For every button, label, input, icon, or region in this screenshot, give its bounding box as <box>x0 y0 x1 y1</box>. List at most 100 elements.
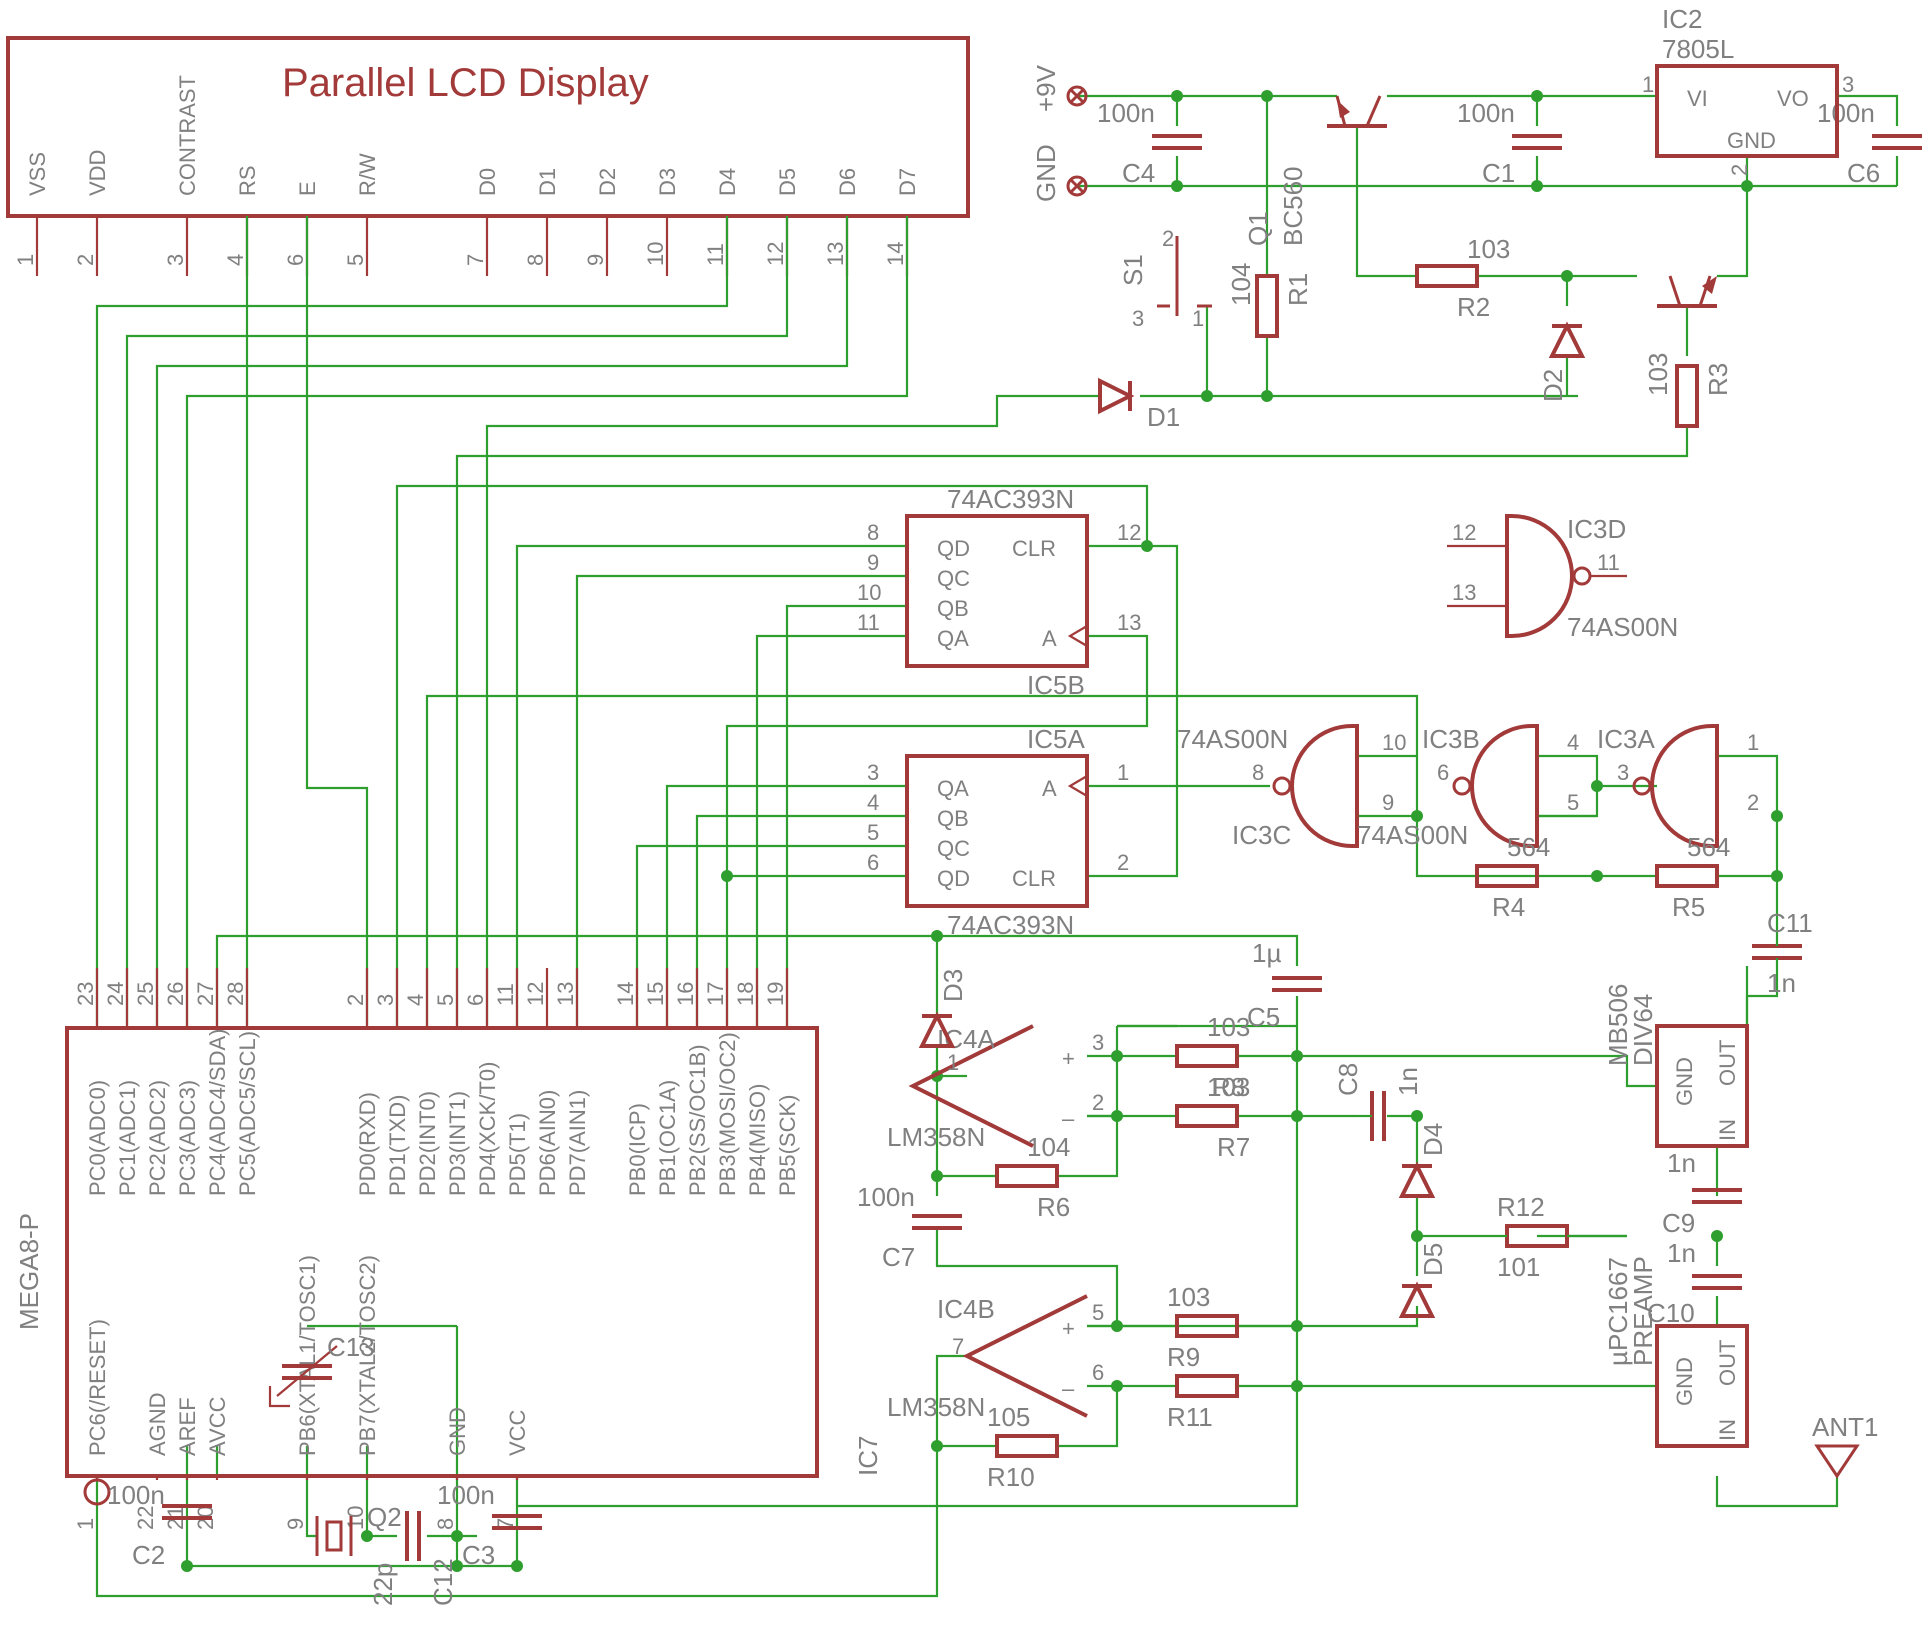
mcu-pin-label: PD7(AIN1) <box>565 1090 590 1196</box>
mcu-pin-number: 27 <box>193 982 218 1006</box>
nand-ic3a[interactable]: IC3A 3 1 2 <box>1597 724 1759 848</box>
svg-text:C12: C12 <box>428 1558 458 1606</box>
nand-ic3d[interactable]: IC3D 74AS00N 12 13 11 <box>1447 514 1678 642</box>
svg-text:C10: C10 <box>1647 1298 1695 1328</box>
diode-d2[interactable]: D2 <box>1538 321 1586 402</box>
resistor-r7[interactable]: 103 R7 <box>1175 1072 1250 1162</box>
lcd-display[interactable]: Parallel LCD Display VSS1VDD2CONTRAST3RS… <box>6 36 970 276</box>
svg-text:IN: IN <box>1715 1119 1740 1141</box>
svg-text:5: 5 <box>1092 1300 1104 1325</box>
regulator-ic2[interactable]: IC2 7805L VI VO GND 1 3 2 <box>1642 4 1854 176</box>
svg-text:S1: S1 <box>1118 254 1148 286</box>
capacitor-c7[interactable]: 100n C7 <box>857 1182 962 1272</box>
mcu-pin-label: PB5(SCK) <box>775 1095 800 1196</box>
nand-ic3c[interactable]: 74AS00N IC3C 8 10 9 <box>1177 724 1406 850</box>
opamp-ic4b[interactable]: + – IC4B LM358N 5 6 7 <box>887 1294 1104 1422</box>
svg-text:C13: C13 <box>327 1332 375 1362</box>
reset-pin[interactable] <box>83 1478 111 1506</box>
diode-d4[interactable]: D4 <box>1398 1123 1448 1198</box>
svg-text:QB: QB <box>937 596 969 621</box>
svg-text:ANT1: ANT1 <box>1812 1412 1878 1442</box>
svg-text:6: 6 <box>1092 1360 1104 1385</box>
antenna-ant1[interactable]: ANT1 <box>1812 1412 1878 1479</box>
resistor-r5[interactable]: 564 R5 <box>1655 832 1730 922</box>
svg-text:R11: R11 <box>1167 1402 1213 1432</box>
svg-text:+: + <box>1062 1316 1075 1341</box>
svg-text:µPC1667: µPC1667 <box>1603 1257 1633 1366</box>
counter-ic5a[interactable]: IC5A 74AC393N QA QB QC QD A CLR 3 4 5 6 … <box>867 724 1129 940</box>
lcd-pin-name: D0 <box>475 168 500 196</box>
mcu-pin-number: 15 <box>643 982 668 1006</box>
nand-ic3b[interactable]: IC3B 74AS00N 6 4 5 <box>1357 724 1579 850</box>
resistor-r4[interactable]: 564 R4 <box>1475 832 1550 922</box>
gnd-terminal[interactable]: GND <box>1031 144 1088 202</box>
capacitor-c6[interactable]: 100n C6 <box>1817 98 1922 188</box>
preamp-upc1667[interactable]: µPC1667 PREAMP GND OUT IN <box>1603 1256 1749 1448</box>
mcu-bottom-pin-label: PB6(XTAL1/TOSC1) <box>295 1255 320 1456</box>
svg-text:D4: D4 <box>1418 1123 1448 1156</box>
mcu-pin-number: 11 <box>493 983 518 1006</box>
microcontroller-mega8[interactable]: MEGA8-P 23PC0(ADC0)24PC1(ADC1)25PC2(ADC2… <box>14 968 819 1530</box>
svg-text:11: 11 <box>1597 550 1620 575</box>
transistor-q3[interactable] <box>1657 275 1717 308</box>
svg-text:QA: QA <box>937 776 969 801</box>
capacitor-c8[interactable]: C8 1n <box>1333 1063 1423 1141</box>
svg-text:8: 8 <box>1252 760 1264 785</box>
lcd-pin-name: D5 <box>775 168 800 196</box>
svg-text:2: 2 <box>1162 226 1174 251</box>
lcd-title: Parallel LCD Display <box>282 61 649 105</box>
resistor-r8[interactable]: 103 R8 <box>1175 1012 1250 1102</box>
trimmer-c13[interactable]: C13 <box>268 1332 375 1408</box>
resistor-r1[interactable]: 104 R1 <box>1226 263 1313 338</box>
mcu-pin-number: 14 <box>613 982 638 1006</box>
svg-text:3: 3 <box>1092 1030 1104 1055</box>
plus9v-terminal[interactable]: +9V <box>1031 64 1088 112</box>
resistor-r6[interactable]: 104 R6 <box>995 1132 1070 1222</box>
svg-text:100n: 100n <box>107 1480 165 1510</box>
capacitor-c5[interactable]: 1µ C5 <box>1247 938 1322 1032</box>
resistor-r9[interactable]: 103 R9 <box>1167 1282 1239 1372</box>
svg-text:VI: VI <box>1687 86 1708 111</box>
resistor-r11[interactable]: R11 <box>1167 1374 1239 1432</box>
capacitor-c12[interactable]: 22p C12 <box>368 1511 458 1606</box>
lcd-pin-name: RS <box>235 165 260 196</box>
lcd-pin-number: 6 <box>283 254 308 266</box>
resistor-r2[interactable]: 103 R2 <box>1415 234 1510 322</box>
power-supply[interactable]: +9V GND 100n C4 100n C1 100n C6 IC2 <box>1031 4 1922 432</box>
lcd-pin-name: D6 <box>835 168 860 196</box>
capacitor-c1[interactable]: 100n C1 <box>1457 98 1562 188</box>
transistor-q1[interactable]: Q1 BC560 <box>1243 95 1387 246</box>
capacitor-c11[interactable]: C11 1n <box>1747 908 1813 998</box>
prescaler-mb506[interactable]: MB506 DIV64 GND OUT IN <box>1603 984 1749 1148</box>
mcu-pin-number: 25 <box>133 982 158 1006</box>
diode-d3[interactable]: D3 <box>918 969 968 1048</box>
lcd-pin-number: 1 <box>13 254 38 266</box>
gnd-label: GND <box>1031 144 1061 202</box>
svg-text:13: 13 <box>1452 580 1476 605</box>
resistor-r12[interactable]: R12 101 <box>1477 1192 1627 1282</box>
svg-text:10: 10 <box>1382 730 1406 755</box>
mcu-pin-label: PB1(OC1A) <box>655 1080 680 1196</box>
svg-text:C3: C3 <box>462 1540 495 1570</box>
capacitor-c9[interactable]: 1n C9 <box>1662 1148 1742 1238</box>
svg-text:100n: 100n <box>1817 98 1875 128</box>
crystal-q2[interactable]: Q2 <box>315 1502 402 1556</box>
resistor-r10[interactable]: 105 R10 <box>987 1402 1059 1492</box>
mcu-pin-number: 13 <box>553 982 578 1006</box>
counter-ic5b[interactable]: 74AC393N IC5B QD QC QB QA CLR A 8 9 10 1… <box>857 484 1141 700</box>
capacitor-c4[interactable]: 100n C4 <box>1097 98 1202 188</box>
svg-text:12: 12 <box>1117 520 1141 545</box>
capacitor-c3[interactable]: 100n C3 <box>437 1480 542 1570</box>
opamp-ic4a[interactable]: + – IC4A LM358N 1 3 2 <box>887 1024 1104 1152</box>
diode-d1[interactable]: D1 <box>1098 377 1180 432</box>
capacitor-c2[interactable]: 100n C2 <box>107 1480 212 1570</box>
mcu-bottom-pin-label: VCC <box>505 1409 530 1456</box>
svg-text:5: 5 <box>867 820 879 845</box>
capacitor-c10[interactable]: 1n C10 <box>1647 1238 1742 1328</box>
mcu-pin-label: PD2(INT0) <box>415 1091 440 1196</box>
mcu-pin-number: 23 <box>73 982 98 1006</box>
diode-d5[interactable]: D5 <box>1398 1243 1448 1318</box>
switch-s1[interactable]: S1 2 3 1 <box>1118 226 1212 331</box>
resistor-r3[interactable]: 103 R3 <box>1643 353 1733 428</box>
